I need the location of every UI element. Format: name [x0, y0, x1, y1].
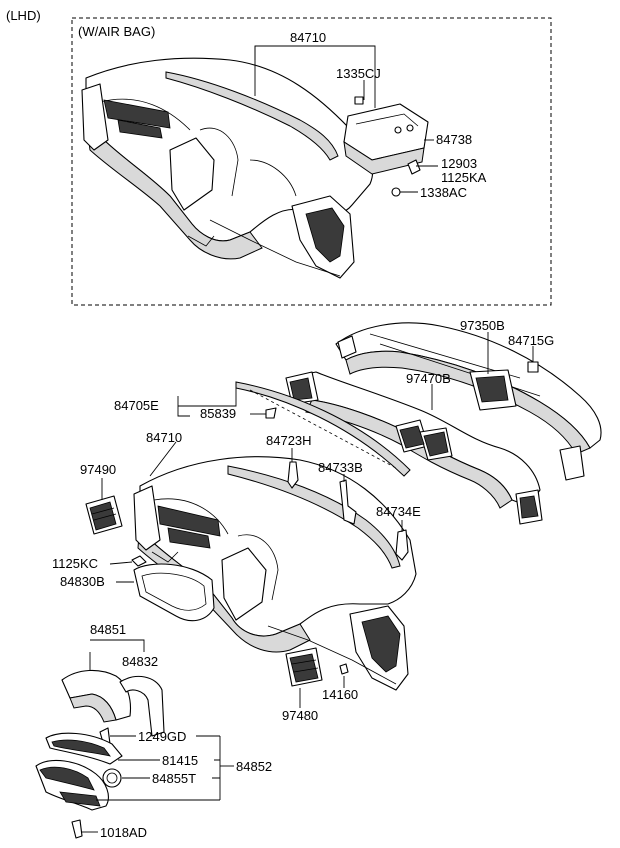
label-14160: 14160 — [322, 687, 358, 702]
shroud-84851 — [61, 669, 132, 723]
crash-pad-top — [81, 57, 374, 279]
defrost-strip-84705e — [235, 381, 411, 477]
shroud-upper-81415 — [45, 732, 123, 765]
bracket-84723h — [287, 461, 299, 489]
clip-84715g — [527, 361, 539, 373]
panel-84832 — [119, 675, 165, 737]
cluster-housing-84830b — [133, 563, 215, 622]
variant-label: (LHD) — [6, 8, 41, 23]
label-84705e: 84705E — [114, 398, 159, 413]
nut-1338ac — [391, 187, 401, 197]
bracket-84733b — [339, 479, 357, 525]
label-84734e: 84734E — [376, 504, 421, 519]
label-81415: 81415 — [162, 753, 198, 768]
screw-1018ad — [71, 819, 83, 839]
bracket-84734e — [395, 529, 409, 561]
label-1125kc: 1125KC — [52, 556, 98, 571]
duct-97470b — [285, 371, 543, 525]
label-1335cj: 1335CJ — [336, 66, 381, 81]
label-97490: 97490 — [80, 462, 116, 477]
vent-97490 — [85, 495, 123, 535]
clip-14160 — [339, 663, 349, 675]
label-1338ac: 1338AC — [420, 185, 467, 200]
ring-84855t — [102, 768, 122, 788]
label-97350b: 97350B — [460, 318, 505, 333]
label-84852: 84852 — [236, 759, 272, 774]
label-84830b: 84830B — [60, 574, 105, 589]
label-84710-mid: 84710 — [146, 430, 182, 445]
label-84851: 84851 — [90, 622, 126, 637]
label-1125ka: 1125KA — [441, 170, 487, 185]
label-84738: 84738 — [436, 132, 472, 147]
shroud-lower — [35, 759, 109, 811]
label-84715g: 84715G — [508, 333, 554, 348]
airbag-box — [71, 17, 552, 306]
airbag-box-title: (W/AIR BAG) — [78, 24, 155, 39]
label-84710-top: 84710 — [290, 30, 326, 45]
bolt-12903 — [407, 159, 421, 175]
label-84832: 84832 — [122, 654, 158, 669]
label-84723h: 84723H — [266, 433, 312, 448]
airbag-module — [343, 103, 429, 175]
label-85839: 85839 — [200, 406, 236, 421]
label-84855t: 84855T — [152, 771, 196, 786]
label-97470b: 97470B — [406, 371, 451, 386]
cowl-duct-97350b — [335, 322, 602, 481]
vent-97480 — [285, 647, 323, 687]
clip-85839 — [265, 407, 277, 419]
label-1018ad: 1018AD — [100, 825, 147, 840]
label-97480: 97480 — [282, 708, 318, 723]
clip-1335cj — [354, 96, 364, 105]
label-1249gd: 1249GD — [138, 729, 186, 744]
label-12903: 12903 — [441, 156, 477, 171]
screw-1125kc — [131, 555, 147, 567]
bracket-84851-84832 — [89, 639, 145, 670]
label-84733b: 84733B — [318, 460, 363, 475]
